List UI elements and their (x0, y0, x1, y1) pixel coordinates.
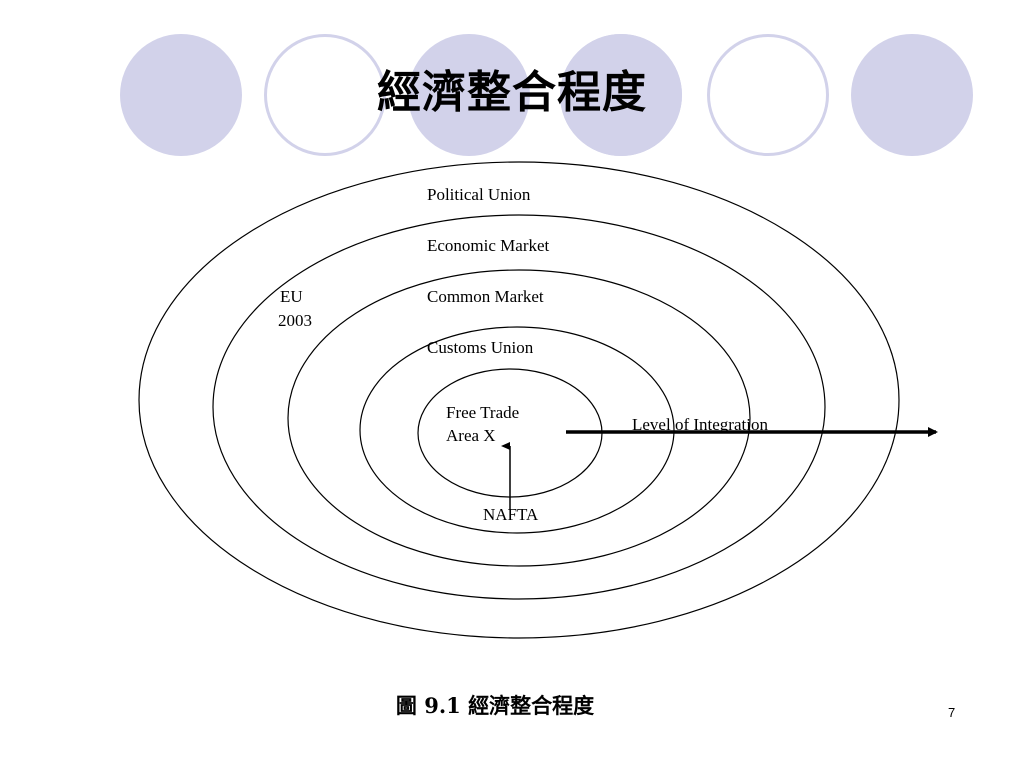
level-of-integration-label: Level of Integration (632, 415, 768, 434)
customs-union-label: Customs Union (427, 338, 534, 357)
political-union-label: Political Union (427, 185, 531, 204)
decor-circle-5 (560, 34, 682, 156)
common-market-label: Common Market (427, 287, 544, 306)
decor-circle-7 (851, 34, 973, 156)
figure-caption: 圖 9.1 經濟整合程度 (395, 693, 595, 718)
page-number: 7 (948, 705, 956, 720)
common-market-ellipse (287, 269, 751, 567)
free-trade-label: Free Trade (446, 403, 519, 422)
decor-circle-2 (264, 34, 386, 156)
customs-union-ellipse (359, 326, 675, 534)
eu-year-label: 2003 (278, 311, 312, 330)
decor-circle-6 (707, 34, 829, 156)
economic-market-ellipse (212, 214, 826, 600)
political-union-ellipse (138, 161, 900, 639)
decor-circle-1 (120, 34, 242, 156)
eu-label: EU (280, 287, 303, 306)
decor-circle-3 (408, 34, 530, 156)
area-x-label: Area X (446, 426, 496, 445)
nafta-label: NAFTA (483, 505, 539, 524)
economic-market-label: Economic Market (427, 236, 550, 255)
slide-title: 經濟整合程度 (377, 67, 647, 118)
